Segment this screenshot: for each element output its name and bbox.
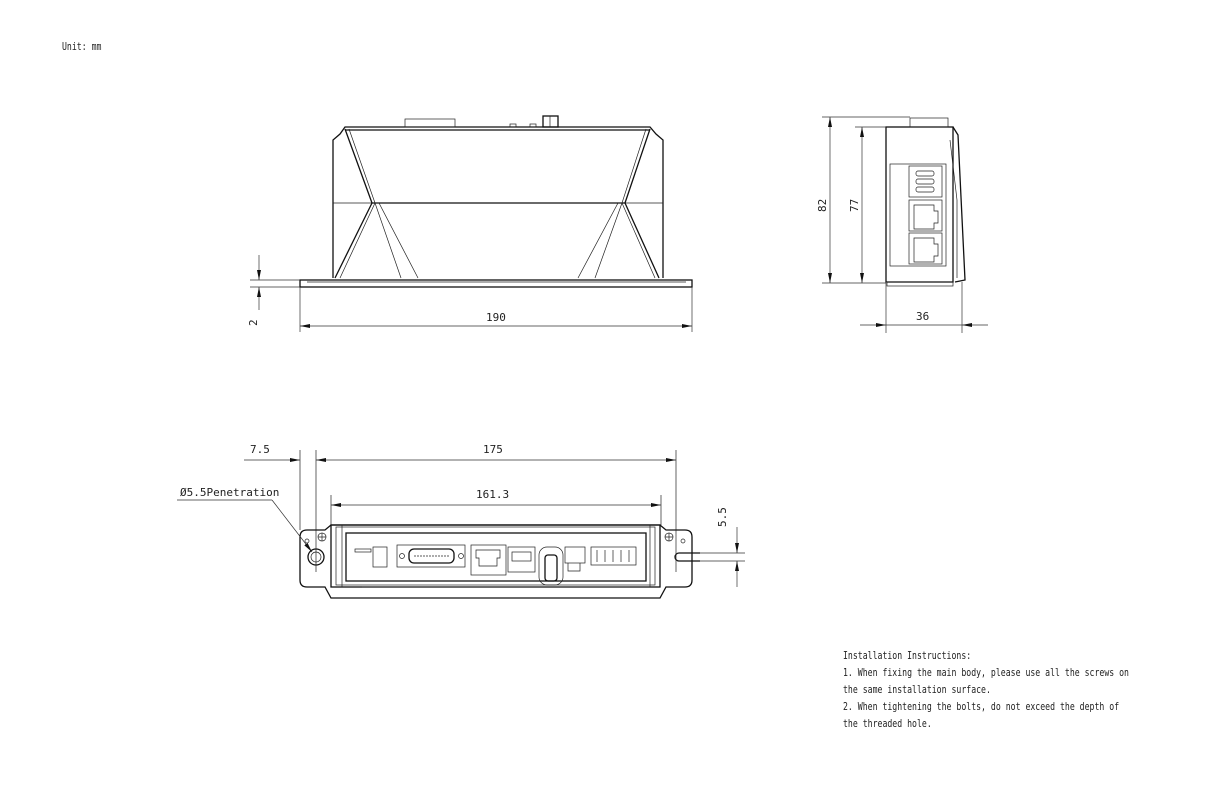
dim-body-height: 77 xyxy=(848,199,861,212)
dim-hole-pitch: 175 xyxy=(483,443,503,456)
usb-port xyxy=(538,546,564,586)
hole-callout: Ø5.5Penetration xyxy=(180,486,279,499)
db-connector-frame xyxy=(396,544,466,568)
terminal-block xyxy=(908,165,943,198)
label-strip xyxy=(354,548,372,553)
bottom-view: 7.5 175 161.3 Ø5.5Penetration 5.5 xyxy=(177,443,745,599)
unit-label: Unit: mm xyxy=(62,41,102,53)
dim-overall-width: 190 xyxy=(486,311,506,324)
small-connector xyxy=(507,546,536,573)
port-panel xyxy=(889,163,947,267)
dim-overall-height: 82 xyxy=(816,199,829,212)
notes-title: Installation Instructions: xyxy=(843,650,972,662)
dip-switch xyxy=(372,546,388,568)
top-connector xyxy=(404,118,456,128)
rj45-port xyxy=(470,544,507,576)
notes-line: the same installation surface. xyxy=(843,684,991,696)
mounting-slot xyxy=(674,552,700,562)
power-connector xyxy=(564,546,586,564)
side-view: 82 77 36 xyxy=(816,116,988,333)
notes-line: 1. When fixing the main body, please use… xyxy=(843,667,1129,679)
notes-line: 2. When tightening the bolts, do not exc… xyxy=(843,701,1120,713)
dim-body-width: 161.3 xyxy=(476,488,509,501)
rj45-port-1 xyxy=(908,199,943,232)
front-view: 2 190 xyxy=(247,115,693,332)
dim-plate-thickness: 2 xyxy=(247,319,260,326)
terminal-block-connector xyxy=(590,546,637,566)
top-knob xyxy=(542,115,559,128)
rj45-port-2 xyxy=(908,232,943,265)
base-plate xyxy=(299,279,693,288)
db-connector xyxy=(408,548,455,564)
dim-depth: 36 xyxy=(916,310,929,323)
side-body xyxy=(885,126,954,283)
notes-line: the threaded hole. xyxy=(843,718,932,730)
installation-notes: Installation Instructions: 1. When fixin… xyxy=(843,648,1129,733)
dim-edge-offset: 7.5 xyxy=(250,443,270,456)
connector-panel xyxy=(345,532,647,582)
side-top-connector xyxy=(909,117,949,128)
dim-slot-width: 5.5 xyxy=(716,507,729,527)
